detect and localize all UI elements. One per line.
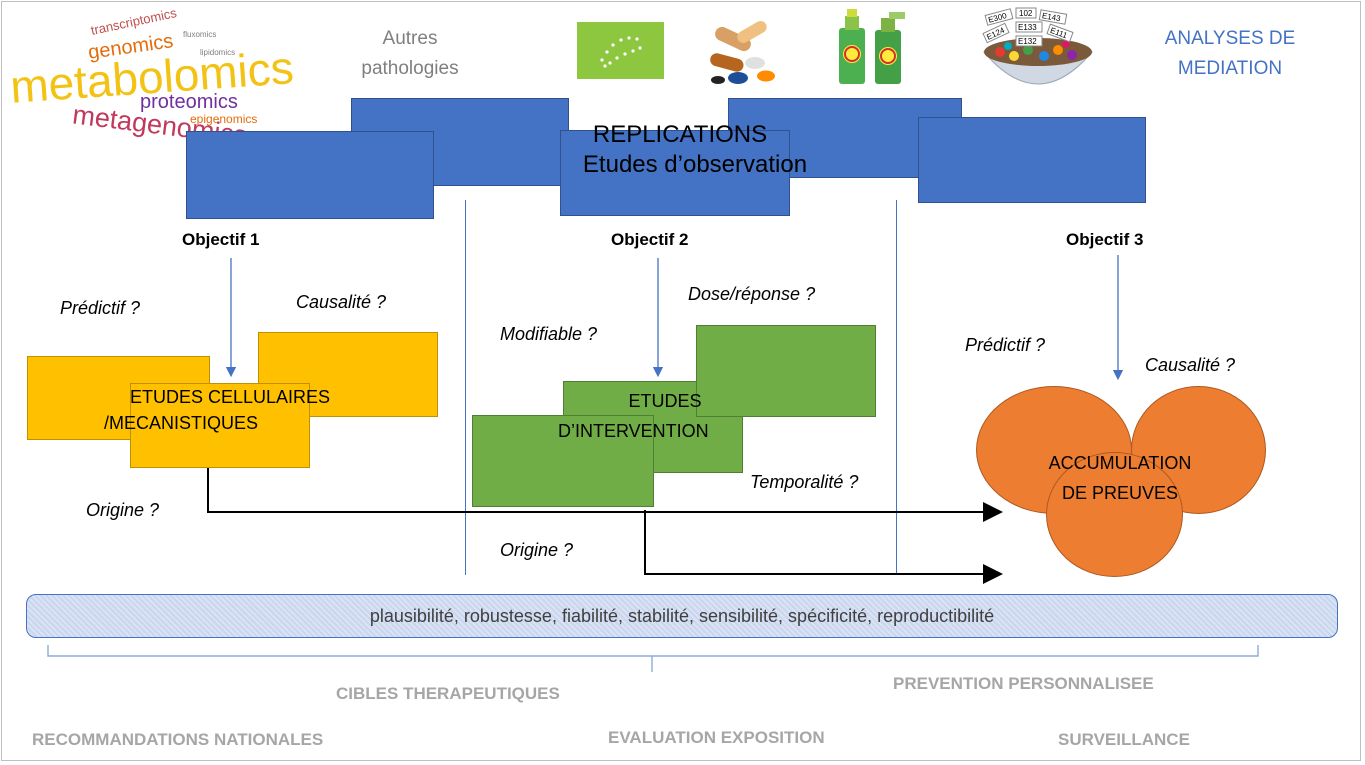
intervention-rect-2 [696,325,876,417]
replication-rect-2 [186,131,434,219]
pills-icon [700,18,780,93]
question-origine-2: Origine ? [500,540,574,560]
question-predictif-1: Prédictif ? [60,298,141,318]
autres-line-2: pathologies [361,58,459,79]
objectif-2-label: Objectif 2 [611,230,689,249]
replications-title: REPLICATIONS [592,121,768,148]
cellulaires-line-1: ETUDES CELLULAIRES [129,387,331,407]
intervention-line-2: D’INTERVENTION [558,421,709,441]
accumulation-line-2: DE PREUVES [1061,483,1179,503]
analyses-line-2: MEDIATION [1177,58,1283,79]
food-additives-bowl-icon: E300 102 E143 E124 E133 E111 E132 [978,6,1098,102]
objectif-3-label: Objectif 3 [1066,230,1144,249]
separator-right [896,200,897,575]
outcome-evaluation-exposition: EVALUATION EXPOSITION [608,728,825,747]
pesticide-bottles-icon [833,6,908,86]
additive-e132: E132 [1018,37,1037,46]
outcome-recommandations-nationales: RECOMMANDATIONS NATIONALES [32,730,324,749]
word-proteomics: proteomics [140,91,238,113]
quality-criteria-text: plausibilité, robustesse, fiabilité, sta… [369,605,995,626]
question-modifiable: Modifiable ? [500,324,598,344]
objectif-1-label: Objectif 1 [182,230,260,249]
etudes-intervention-label: ETUDES D’INTERVENTION [540,386,790,446]
word-lipidomics: lipidomics [200,48,236,57]
question-predictif-3: Prédictif ? [965,335,1046,355]
replication-rect-5 [918,117,1146,203]
question-dose-reponse: Dose/réponse ? [688,284,816,304]
intervention-line-1: ETUDES [628,391,702,411]
analyses-mediation-label: ANALYSES DE MEDIATION [1150,24,1310,84]
additive-e143: E143 [1041,11,1062,23]
outcome-surveillance: SURVEILLANCE [1058,730,1190,749]
evidence-circle-3 [1046,452,1183,577]
word-epigenomics: epigenomics [190,112,258,126]
replications-label: REPLICATIONS Etudes d’observation [480,120,880,180]
cellulaires-line-2: /MECANISTIQUES [104,413,259,433]
outcome-cibles-therapeutiques: CIBLES THERAPEUTIQUES [336,684,560,703]
separator-left [465,200,466,575]
question-causalite-3: Causalité ? [1145,355,1236,375]
additive-102: 102 [1019,9,1033,18]
outcome-prevention-personnalisee: PREVENTION PERSONNALISEE [893,674,1154,693]
quality-criteria-banner: plausibilité, robustesse, fiabilité, sta… [26,594,1338,638]
word-fluxomics: fluxomics [183,30,217,39]
autres-line-1: Autres [382,28,438,49]
eu-leaf-icon [600,36,642,68]
autres-pathologies-label: Autres pathologies [350,24,470,84]
question-temporalite: Temporalité ? [750,472,859,492]
replications-subtitle: Etudes d’observation [582,151,808,178]
accumulation-line-1: ACCUMULATION [1048,453,1192,473]
cellular-rect-3 [130,383,310,468]
organic-leaf-logo [577,22,664,79]
intervention-rect-3 [472,415,654,507]
accumulation-preuves-label: ACCUMULATION DE PREUVES [1020,448,1220,508]
analyses-line-1: ANALYSES DE [1164,28,1296,49]
additive-e133: E133 [1018,23,1037,32]
question-origine-1: Origine ? [86,500,160,520]
replication-rect-4 [560,130,790,216]
question-causalite-1: Causalité ? [296,292,387,312]
etudes-cellulaires-label: ETUDES CELLULAIRES /MECANISTIQUES [100,384,360,436]
